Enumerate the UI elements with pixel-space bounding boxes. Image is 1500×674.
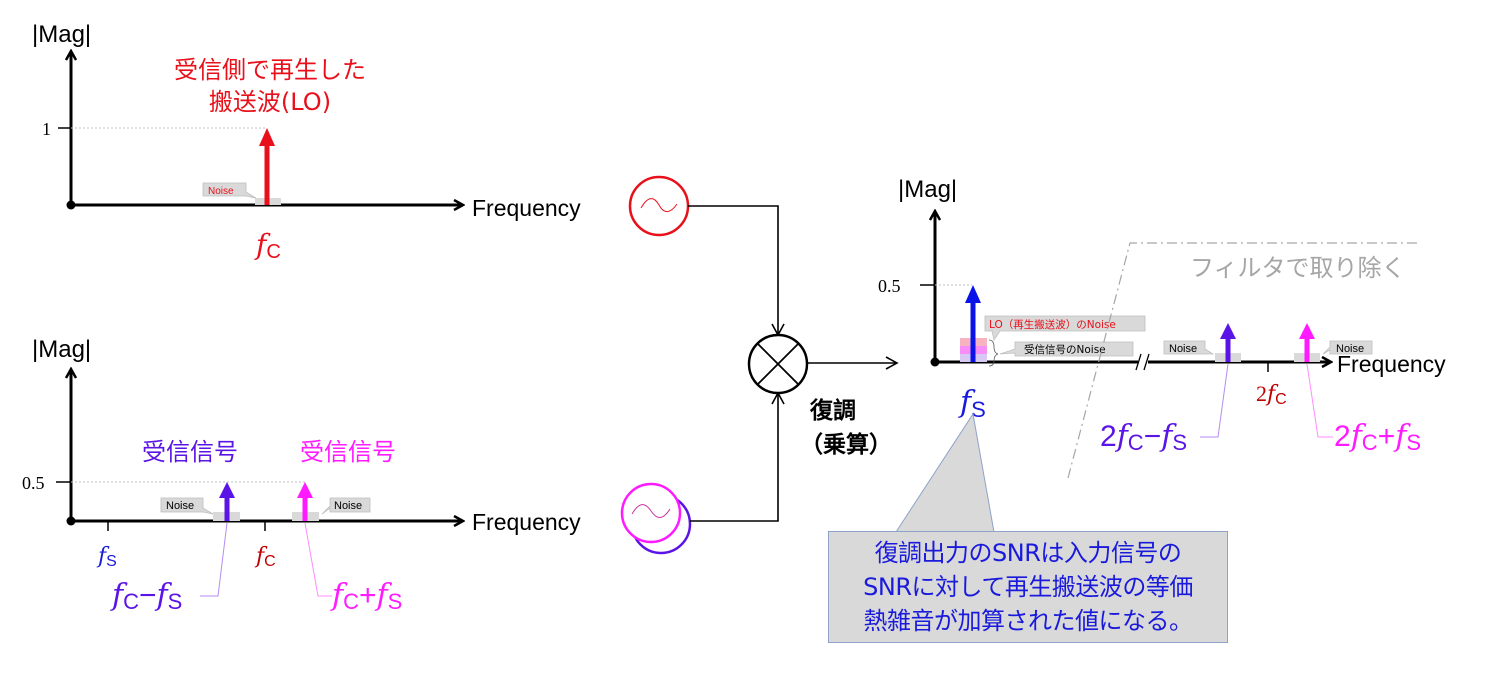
lo-title: 受信側で再生した bbox=[174, 56, 366, 84]
upper-sideband-title: 受信信号 bbox=[300, 438, 396, 466]
noise-tag-left: Noise bbox=[1163, 340, 1215, 355]
upper-image-arrowhead bbox=[1299, 323, 1315, 339]
y-tick-label: 0.5 bbox=[878, 276, 901, 296]
upper-freq-label: fC+fS bbox=[330, 578, 402, 614]
lo-title-2: 搬送波(LO) bbox=[209, 88, 331, 116]
leader-line bbox=[304, 522, 332, 597]
sine-wave-icon bbox=[631, 504, 671, 518]
mixer-label: 復調 bbox=[809, 397, 856, 424]
fs-tick-label: fS bbox=[96, 544, 117, 570]
lower-image-arrowhead bbox=[1220, 323, 1236, 339]
origin-dot bbox=[66, 200, 76, 210]
mixer-label-2: （乗算） bbox=[800, 431, 892, 458]
noise-label: Noise bbox=[166, 500, 194, 512]
rx-signal-path bbox=[690, 391, 785, 522]
rx-noise-tag: 受信信号のNoise bbox=[999, 341, 1134, 357]
brace-icon bbox=[988, 339, 999, 367]
leader-line bbox=[200, 522, 228, 597]
fs-arrowhead bbox=[965, 285, 981, 303]
origin-dot bbox=[930, 357, 940, 367]
sine-wave-icon bbox=[640, 198, 678, 213]
two-fc-label: 2fC bbox=[1256, 381, 1287, 408]
filter-label: フィルタで取り除く bbox=[1190, 254, 1406, 282]
lower-freq-label: fC−fS bbox=[110, 578, 182, 614]
lo-arrowhead bbox=[259, 128, 275, 146]
callout-line: 復調出力のSNRは入力信号の bbox=[874, 539, 1182, 567]
lower-sideband-arrowhead bbox=[219, 482, 235, 498]
mixer bbox=[747, 333, 809, 395]
lower-sideband-title: 受信信号 bbox=[142, 438, 238, 466]
lo-spectrum-panel: |Mag| 1 Frequency 受信側で再生した 搬送波(LO) Noise… bbox=[32, 21, 581, 263]
lower-image-freq-label: 2fC−fS bbox=[1100, 419, 1187, 455]
rx-noise-label: 受信信号のNoise bbox=[1024, 344, 1106, 356]
y-axis-label: |Mag| bbox=[32, 336, 91, 363]
callout-pointer bbox=[895, 412, 995, 533]
axis-break-gap bbox=[1138, 356, 1148, 368]
noise-tag-right: Noise bbox=[321, 497, 371, 515]
oscillator-circle-upper bbox=[620, 482, 682, 544]
y-axis-label: |Mag| bbox=[32, 21, 91, 48]
x-axis-label: Frequency bbox=[472, 195, 581, 221]
callout-line: SNRに対して再生搬送波の等価 bbox=[863, 573, 1193, 601]
callout-line: 熱雑音が加算された値になる。 bbox=[863, 607, 1194, 635]
y-tick-label: 0.5 bbox=[22, 473, 45, 493]
lo-noise-label: LO（再生搬送波）のNoise bbox=[989, 318, 1116, 331]
noise-tag-left: Noise bbox=[160, 497, 214, 515]
x-axis-label: Frequency bbox=[472, 509, 581, 535]
y-axis-label: |Mag| bbox=[898, 176, 957, 203]
leader-line bbox=[1200, 363, 1229, 438]
noise-label: Noise bbox=[1336, 343, 1364, 355]
origin-dot bbox=[66, 516, 76, 526]
noise-tag: Noise bbox=[202, 182, 257, 199]
upper-image-freq-label: 2fC+fS bbox=[1334, 419, 1421, 455]
rx-signal-source bbox=[620, 482, 692, 555]
lo-noise-tag: LO（再生搬送波）のNoise bbox=[984, 315, 1146, 342]
lo-oscillator bbox=[628, 175, 690, 237]
noise-label: Noise bbox=[334, 500, 362, 512]
x-axis-label: Frequency bbox=[1337, 351, 1446, 377]
axis-break-icon bbox=[1135, 353, 1142, 371]
upper-sideband-arrowhead bbox=[297, 482, 313, 498]
noise-tag-right: Noise bbox=[1322, 340, 1373, 355]
noise-label: Noise bbox=[1169, 343, 1197, 355]
noise-label: Noise bbox=[208, 186, 234, 197]
fc-label: fC bbox=[254, 228, 281, 263]
filter-boundary bbox=[1067, 242, 1418, 479]
y-tick-label: 1 bbox=[42, 119, 51, 139]
lo-signal-path bbox=[688, 205, 785, 337]
leader-line bbox=[1306, 363, 1333, 438]
rx-spectrum-panel: |Mag| 0.5 Frequency 受信信号 受信信号 fS fC Nois… bbox=[22, 336, 581, 614]
snr-callout: 復調出力のSNRは入力信号の SNRに対して再生搬送波の等価 熱雑音が加算された… bbox=[828, 531, 1228, 643]
fc-tick-label: fC bbox=[254, 544, 276, 570]
output-spectrum-panel: |Mag| 0.5 Frequency LO（再生搬送波）のNoise 受信信号… bbox=[878, 176, 1446, 479]
